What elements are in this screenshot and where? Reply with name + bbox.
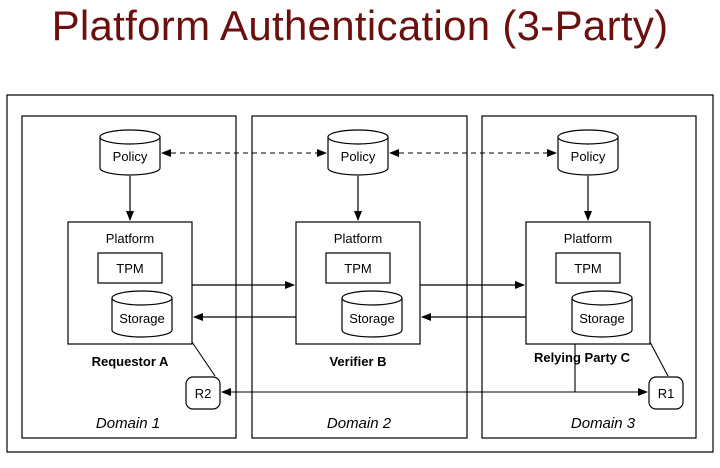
- connector-platform-c-to-r1: [649, 341, 669, 377]
- policy-label: Policy: [341, 149, 376, 164]
- domain-label-1: Domain 1: [96, 415, 160, 432]
- party-label-relying-party: Relying Party C: [534, 350, 631, 365]
- domain-label-3: Domain 3: [571, 415, 636, 432]
- policy-label: Policy: [571, 149, 606, 164]
- storage-label: Storage: [349, 311, 395, 326]
- party-label-verifier: Verifier B: [329, 354, 386, 369]
- domain-box-2: [251, 115, 468, 439]
- storage-db: [341, 290, 403, 338]
- tpm-label: TPM: [116, 261, 143, 276]
- platform-box-3: Platform TPM Storage: [525, 221, 651, 345]
- page-title: Platform Authentication (3-Party): [51, 2, 669, 49]
- node-r2-label: R2: [195, 386, 212, 401]
- node-r1-label: R1: [658, 386, 675, 401]
- storage-db: [571, 290, 633, 338]
- storage-label: Storage: [579, 311, 625, 326]
- node-r1: R1: [648, 376, 684, 410]
- domain-label-2: Domain 2: [327, 415, 392, 432]
- platform-box-1: Platform TPM Storage: [67, 221, 193, 345]
- policy-db-2: Policy: [327, 129, 389, 176]
- platform-box-2: Platform TPM Storage: [295, 221, 421, 345]
- tpm-label: TPM: [574, 261, 601, 276]
- party-label-requestor: Requestor A: [92, 354, 169, 369]
- storage-label: Storage: [119, 311, 165, 326]
- platform-label: Platform: [106, 231, 154, 246]
- connector-platform-a-to-r2: [191, 341, 216, 377]
- domain-box-3: [481, 115, 697, 439]
- node-r2: R2: [185, 376, 221, 410]
- connector-c-to-r2: [221, 344, 576, 396]
- tpm-box: [555, 252, 621, 284]
- tpm-box: [325, 252, 391, 284]
- policy-db-1: Policy: [99, 129, 161, 176]
- policy-label: Policy: [113, 149, 148, 164]
- storage-db: [111, 290, 173, 338]
- tpm-box: [97, 252, 163, 284]
- platform-label: Platform: [564, 231, 612, 246]
- tpm-label: TPM: [344, 261, 371, 276]
- domain-box-1: [21, 115, 237, 439]
- platform-label: Platform: [334, 231, 382, 246]
- policy-db-3: Policy: [557, 129, 619, 176]
- outer-frame: [6, 94, 714, 453]
